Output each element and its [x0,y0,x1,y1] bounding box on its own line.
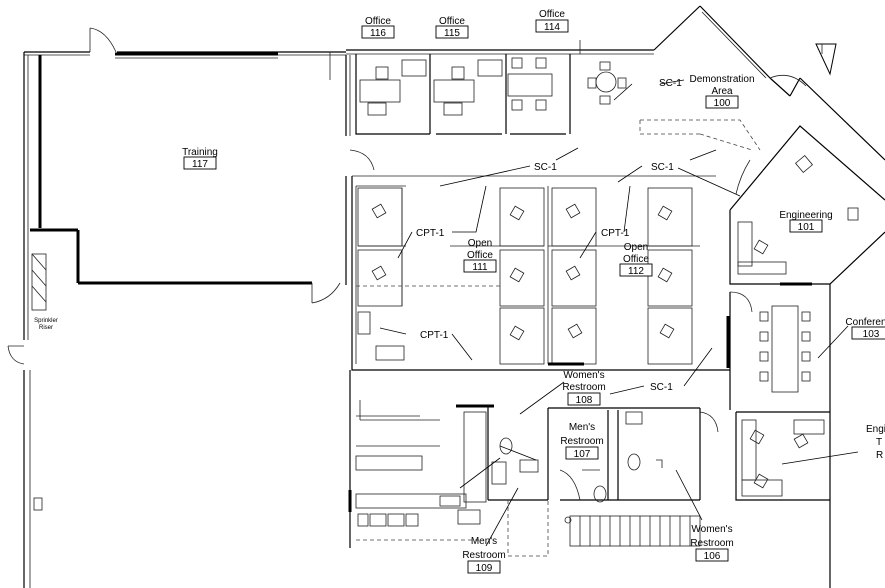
engineering-partial-line2: T [876,437,882,448]
engineering-name: Engineering [779,210,832,221]
finish-tags: SC-1 SC-1 SC-1 CPT-1 CPT-1 CPT-1 SC-1 [416,78,682,393]
womens-restroom-106-name-line2: Restroom [690,538,733,549]
office-114-name: Office [539,9,565,20]
office-116-number: 116 [370,28,386,39]
office-116-name: Office [365,16,391,27]
womens-restroom-106-number: 106 [704,551,721,562]
demo-area-name-line2: Area [711,86,733,97]
office-row [329,40,761,151]
womens-restroom-108-number: 108 [576,395,593,406]
engineering-partial-line3: R [876,450,883,461]
cpt1-tag-111-top: CPT-1 [416,228,445,239]
mens-restroom-107-name-line1: Men's [569,422,595,433]
mens-restroom-109-name-line2: Restroom [462,550,505,561]
open-office-112-number-box [619,263,653,277]
womens-restroom-106-number-box [695,548,729,562]
engineering-number: 101 [798,222,815,233]
engineering-number-box [789,219,823,233]
office-115-number-box [435,25,469,39]
open-office-112-name-line2: Office [623,254,649,265]
conference-name: Conferen [845,317,885,328]
conference-room [726,284,831,588]
open-office-area [351,175,730,371]
room-labels: Office 116 Office 115 Office 114 Demonst… [34,9,885,574]
demo-area-number-box [705,95,739,109]
training-number: 117 [192,159,208,170]
engineering-partial-room [699,411,830,501]
demo-area-number: 100 [714,98,731,109]
womens-restroom-108-name-line2: Restroom [562,382,605,393]
office-115-number: 115 [444,28,460,39]
open-office-112-number: 112 [628,266,644,277]
leader-lines [379,79,859,547]
mens-restroom-107-number: 107 [574,449,591,460]
office-115-name: Office [439,16,465,27]
training-name: Training [182,147,218,158]
sprinkler-note-line1: Sprinkler [34,318,58,324]
training-number-box [183,156,217,170]
mens-restroom-109-number: 109 [476,563,493,574]
demo-area-name-line1: Demonstration [689,74,754,85]
exterior-walls [23,5,885,588]
restroom-area [348,370,701,557]
cpt1-tag-112: CPT-1 [601,228,630,239]
office-114-number: 114 [544,22,560,33]
engineering-partial-line1: Engi [866,424,885,435]
cpt1-tag-111-bottom: CPT-1 [420,330,449,341]
open-office-111-number: 111 [472,262,488,273]
sc1-tag-corridor: SC-1 [534,162,557,173]
mens-restroom-109-number-box [467,560,501,574]
sc1-tag-demo: SC-1 [659,78,682,89]
womens-restroom-108-name-line1: Women's [563,370,604,381]
open-office-111-name-line1: Open [468,238,492,249]
north-arrow-icon [815,43,837,76]
mens-restroom-107-name-line2: Restroom [560,436,603,447]
engineering-room [729,125,885,286]
womens-restroom-106-name-line1: Women's [691,524,732,535]
sprinkler-riser [7,253,47,511]
mens-restroom-109-name-line1: Men's [471,536,497,547]
sc1-tag-engineering: SC-1 [651,162,674,173]
open-office-111-name-line2: Office [467,250,493,261]
conference-number-box [851,326,885,340]
office-114-number-box [535,19,569,33]
sprinkler-note-line2: Riser [39,325,53,331]
conference-number: 103 [863,329,880,340]
open-office-111-number-box [463,259,497,273]
sc1-tag-restroom: SC-1 [650,382,673,393]
mens-restroom-107-number-box [565,446,599,460]
office-116-number-box [361,25,395,39]
womens-restroom-108-number-box [567,392,601,406]
open-office-112-name-line1: Open [624,242,648,253]
